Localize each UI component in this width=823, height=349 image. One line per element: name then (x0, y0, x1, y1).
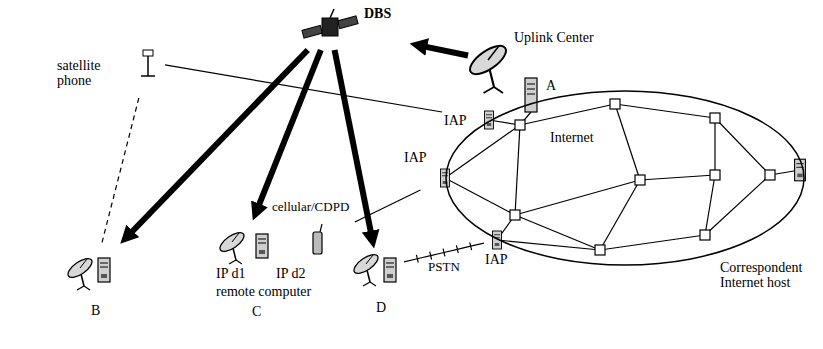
node-label: DBS (364, 6, 391, 21)
node-label: A (546, 78, 556, 93)
link-line (355, 190, 421, 222)
cell-phone-icon (313, 224, 322, 254)
edge-label: PSTN (426, 260, 462, 274)
receiver-dish (65, 255, 95, 290)
receiver-computer (98, 258, 110, 282)
node-label: B (91, 303, 100, 318)
receiver-node: D (352, 250, 404, 322)
node-label: IAP (485, 252, 508, 267)
correspondent-host: Correspondent Internet host (718, 150, 820, 294)
node-label: Correspondent Internet host (720, 260, 816, 291)
node-label: C (252, 304, 261, 319)
link-line (165, 65, 442, 112)
tower-computer (525, 78, 537, 112)
link-label: cellular/CDPD (270, 200, 351, 214)
receiver-node: B (55, 245, 135, 325)
link-line (101, 98, 138, 245)
uplink-dish (466, 41, 511, 93)
receiver-dish (351, 251, 381, 286)
iap-node: IAP (484, 229, 512, 270)
remote-computer-node: IP d1 IP d2 remote computerC (212, 222, 362, 334)
broadcast-arrow (424, 46, 468, 55)
node-label: IAP (404, 150, 427, 165)
receiver-computer (384, 258, 396, 282)
broadcast-arrow (258, 50, 321, 207)
node-label: satellite phone (57, 58, 127, 89)
link-line (404, 243, 484, 262)
internet-ellipse (446, 91, 804, 265)
node-label: IP d2 (276, 266, 305, 281)
satellite-node: DBS (298, 2, 408, 50)
node-label: remote computer (216, 284, 311, 299)
internet-outline (445, 90, 805, 266)
uplink-center-node: Uplink Center (468, 28, 618, 90)
receiver-dish (217, 229, 247, 264)
node-label: IAP (444, 113, 467, 128)
iap-node: IAP (402, 148, 454, 190)
host-node: A (522, 74, 562, 114)
internet-cloud: Internet (445, 90, 805, 266)
iap-computer (441, 169, 450, 187)
node-label: D (376, 300, 386, 315)
satellite-icon (302, 9, 358, 38)
remote-computer-icon (256, 234, 268, 258)
satellite-phone-node: satellite phone (55, 48, 165, 98)
node-label: Internet (550, 130, 594, 145)
satellite-phone-icon (141, 50, 155, 76)
router-nodes (510, 99, 775, 255)
iap-node: IAP (442, 109, 498, 131)
router-links (445, 104, 800, 250)
node-label: IP d1 (216, 266, 245, 281)
node-label: Uplink Center (514, 30, 594, 45)
